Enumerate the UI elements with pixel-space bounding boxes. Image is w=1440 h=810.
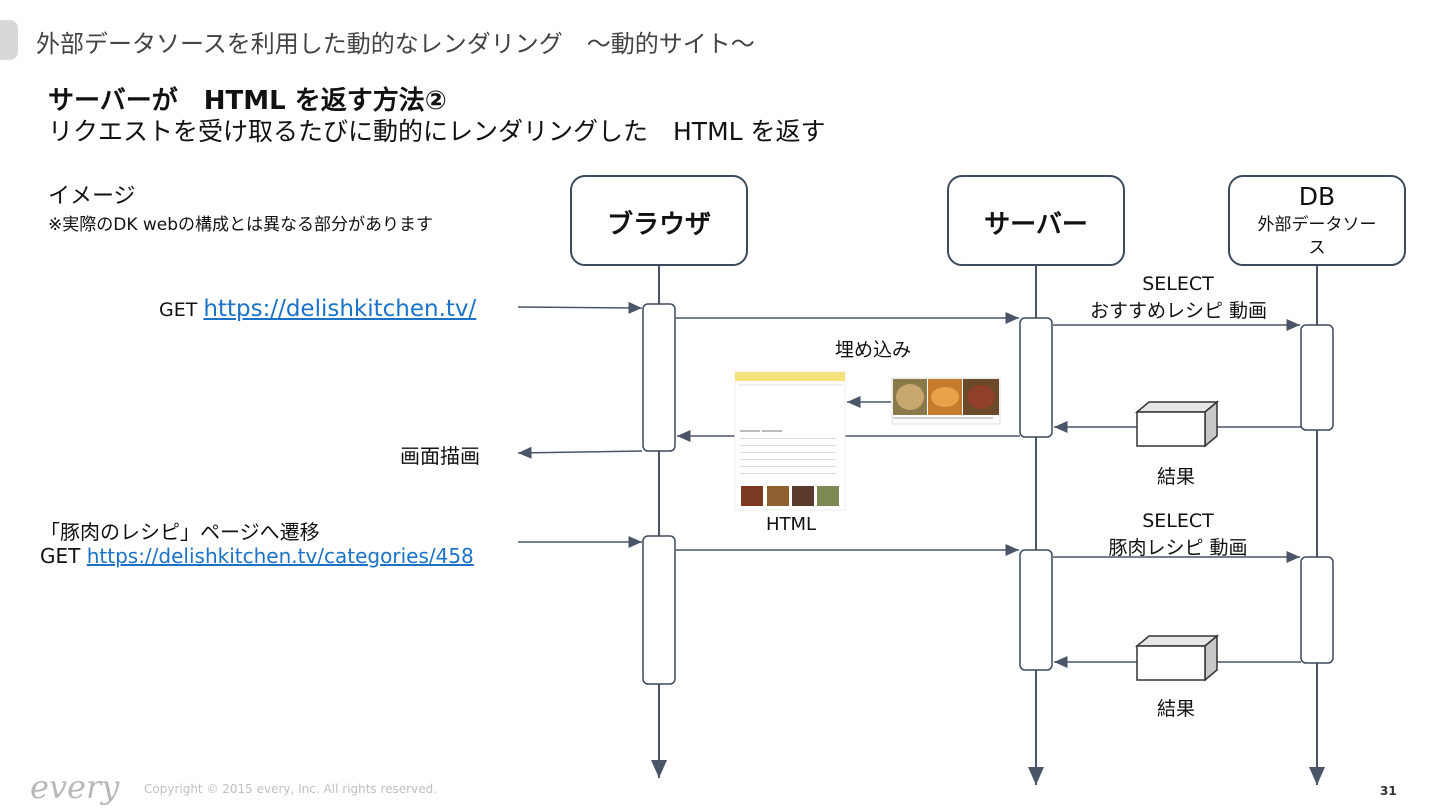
- every-logo: every: [30, 768, 120, 806]
- slide-subheading: リクエストを受け取るたびに動的にレンダリングした HTML を返す: [48, 117, 826, 146]
- header-title: 外部データソースを利用した動的なレンダリング ～動的サイト～: [36, 30, 755, 58]
- note-text: ※実際のDK webの構成とは異なる部分があります: [48, 215, 434, 235]
- navigate-label: 「豚肉のレシピ」ページへ遷移: [40, 520, 320, 544]
- browser-activation-1: [642, 303, 676, 452]
- html-label: HTML: [766, 514, 817, 535]
- db-actor-sublabel: 外部データソー ス: [1257, 215, 1377, 258]
- get-prefix-1: GET: [159, 299, 198, 321]
- result-label-1: 結果: [1157, 466, 1196, 488]
- result-label-2: 結果: [1157, 698, 1196, 720]
- result-cube-1: [1134, 400, 1220, 448]
- select-target-1: おすすめレシピ 動画: [1090, 300, 1268, 322]
- get-prefix-2: GET: [40, 544, 81, 568]
- db-actor-label: DB: [1298, 182, 1336, 211]
- browser-activation-2: [642, 535, 676, 685]
- get-request-2: GET https://delishkitchen.tv/categories/…: [40, 544, 474, 568]
- delish-top-link[interactable]: https://delishkitchen.tv/: [203, 296, 477, 322]
- select-label-1: SELECT: [1142, 273, 1214, 295]
- db-activation-1: [1300, 324, 1334, 431]
- image-label: イメージ: [48, 184, 136, 209]
- slide-heading: サーバーが HTML を返す方法②: [48, 86, 447, 116]
- select-label-2: SELECT: [1142, 510, 1214, 532]
- server-activation-1: [1019, 317, 1053, 438]
- server-activation-2: [1019, 549, 1053, 671]
- render-arrow: [517, 446, 643, 459]
- embed-label: 埋め込み: [835, 339, 912, 361]
- browser-actor-label: ブラウザ: [606, 210, 711, 240]
- recipe-thumbnails: [891, 377, 1001, 425]
- copyright-text: Copyright © 2015 every, Inc. All rights …: [144, 782, 438, 796]
- db-activation-2: [1300, 556, 1334, 664]
- request-arrow-1: [517, 301, 643, 314]
- page-number: 31: [1380, 784, 1397, 798]
- render-label: 画面描画: [400, 444, 480, 468]
- select-target-2: 豚肉レシピ 動画: [1108, 537, 1248, 559]
- category-link[interactable]: https://delishkitchen.tv/categories/458: [86, 544, 474, 568]
- html-page-mock: [734, 371, 846, 511]
- server-actor-label: サーバー: [984, 210, 1088, 240]
- header-tab: [0, 20, 18, 60]
- result-cube-2: [1134, 634, 1220, 682]
- get-request-1: GET https://delishkitchen.tv/: [159, 296, 476, 322]
